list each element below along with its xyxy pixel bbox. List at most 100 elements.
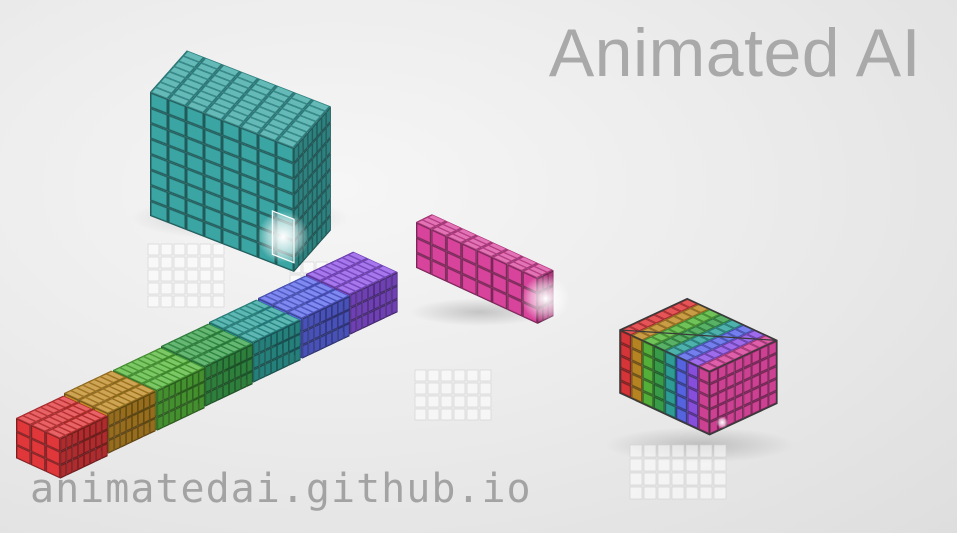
filter-slab-2-top-cell bbox=[124, 390, 143, 399]
filter-slab-2-right-cell bbox=[114, 435, 120, 450]
input-cube-right-cell bbox=[317, 226, 322, 246]
filter-slab-5-top-cell bbox=[245, 302, 265, 312]
filter-slab-4-top-cell bbox=[182, 347, 202, 357]
ghost-grid-cell bbox=[466, 395, 479, 408]
output-right-cell bbox=[710, 368, 718, 384]
input-cube-right-cell bbox=[294, 159, 299, 179]
filter-slab-1-top-cell bbox=[49, 414, 69, 423]
input-cube-right-cell bbox=[321, 221, 327, 240]
input-cube-top-cell bbox=[291, 93, 312, 104]
filter-slab-2-top-cell bbox=[121, 377, 140, 387]
filter-slab-6-right-cell bbox=[314, 310, 320, 326]
filter-slab-3-right-cell bbox=[175, 406, 181, 422]
input-cube-front-cell bbox=[205, 145, 221, 166]
filter-slab-7-right-cell bbox=[380, 305, 386, 320]
filter-slab-3-top-cell bbox=[143, 353, 163, 363]
filter-slab-2-top-cell bbox=[82, 382, 102, 391]
input-cube-top-cell bbox=[196, 91, 217, 102]
selected-filter-top-cell bbox=[447, 233, 467, 243]
ghost-grid-cell bbox=[479, 369, 492, 382]
input-cube-right-cell bbox=[312, 138, 317, 158]
input-cube-front-cell bbox=[205, 191, 221, 212]
filter-slab-3-right-cell bbox=[163, 399, 169, 414]
output-top-cell bbox=[688, 326, 706, 335]
ghost-grid-cell bbox=[414, 395, 427, 408]
output-right-cell bbox=[743, 391, 752, 406]
filter-slab-2-top-cell bbox=[85, 394, 105, 404]
input-cube-top-cell bbox=[245, 117, 266, 129]
input-cube-right-cell bbox=[317, 148, 322, 168]
filter-slab-1-right-cell bbox=[66, 433, 72, 449]
input-cube-front-cell bbox=[241, 236, 257, 257]
filter-slab-5-top-cell bbox=[230, 323, 250, 333]
output-front-cell bbox=[699, 405, 709, 421]
filter-slab-1-top-cell bbox=[64, 420, 84, 430]
output-top-cell bbox=[646, 314, 664, 323]
ghost-grid-cell bbox=[160, 282, 173, 295]
selected-filter-front-cell bbox=[416, 238, 431, 259]
input-cube-front-cell bbox=[259, 135, 275, 156]
input-cube-right-cell bbox=[326, 153, 331, 173]
input-cube-right-cell bbox=[326, 200, 331, 220]
filter-slab-2-right-cell bbox=[120, 419, 126, 434]
output-right-cell bbox=[743, 353, 752, 368]
ghost-grid-cell bbox=[427, 395, 440, 408]
filter-slab-2-right-cell bbox=[149, 418, 156, 434]
filter-slab-7-top-cell bbox=[351, 264, 371, 274]
input-cube-right-cell bbox=[307, 190, 313, 209]
filter-slab-4-top-cell bbox=[215, 346, 234, 355]
input-cube-front-cell bbox=[187, 200, 203, 221]
filter-slab-2-top-cell bbox=[103, 386, 123, 395]
filter-slab-5-top-cell bbox=[221, 314, 241, 323]
selected-filter-front-cell bbox=[416, 223, 431, 243]
selected-filter-front-cell bbox=[477, 251, 492, 271]
output-top-cell bbox=[666, 316, 684, 325]
filter-slab-2-top-cell bbox=[76, 385, 96, 394]
filter-slab-4-right-cell bbox=[229, 353, 235, 368]
filter-slab-5-right-cell bbox=[283, 353, 289, 368]
input-cube-top-cell bbox=[273, 86, 294, 97]
input-cube-front-cell bbox=[259, 181, 275, 202]
output-front-cell bbox=[620, 369, 631, 385]
filter-slab-1-right-cell bbox=[60, 449, 67, 465]
input-cube-top-cell bbox=[187, 101, 208, 113]
filter-slab-1-right-cell bbox=[84, 425, 90, 440]
ghost-grid-cell bbox=[657, 486, 671, 500]
output-top-cell bbox=[730, 338, 748, 347]
input-cube-top-cell bbox=[250, 84, 271, 96]
filter-slab-5-top-cell bbox=[227, 311, 247, 320]
filter-slab-6-top-cell bbox=[294, 278, 314, 288]
input-cube-front-cell bbox=[223, 167, 239, 188]
ghost-grid-cell bbox=[643, 444, 657, 458]
site-url-watermark: animatedai.github.io bbox=[30, 466, 532, 512]
filter-slab-5-top-cell bbox=[254, 312, 274, 322]
input-cube-right-cell bbox=[298, 138, 304, 158]
filter-slab-3-right-cell bbox=[157, 401, 164, 417]
output-top-cell bbox=[685, 317, 703, 326]
input-cube-front-cell bbox=[151, 186, 167, 207]
input-cube-right-cell bbox=[294, 190, 299, 210]
filter-slab-4-right-cell bbox=[229, 380, 235, 395]
input-cube-top-cell bbox=[304, 105, 325, 117]
filter-slab-4-top-cell bbox=[188, 344, 208, 354]
input-cube-top-cell bbox=[237, 72, 258, 83]
filter-slab-4-top-cell bbox=[206, 336, 226, 346]
filter-slab-1-top-cell bbox=[61, 408, 81, 418]
output-front-cell bbox=[643, 379, 653, 395]
output-right-cell bbox=[743, 378, 752, 393]
filter-slab-5-top-cell bbox=[209, 319, 229, 329]
input-cube-right-cell bbox=[317, 179, 322, 199]
input-cube-top-cell bbox=[160, 77, 181, 88]
filter-slab-3-right-cell bbox=[198, 395, 205, 411]
input-cube-right-cell bbox=[303, 179, 308, 199]
output-top-cell bbox=[708, 327, 726, 336]
filter-slab-2-right-cell bbox=[144, 421, 150, 436]
ghost-grid-cell bbox=[160, 243, 173, 256]
ghost-grid-cell bbox=[466, 369, 479, 382]
filter-slab-1-right-cell bbox=[101, 416, 108, 432]
input-cube-top-cell bbox=[214, 70, 235, 82]
input-cube-top-cell bbox=[246, 89, 267, 101]
filter-slab-2-right-cell bbox=[144, 394, 150, 410]
filter-slab-3-top-cell bbox=[143, 381, 163, 390]
filter-slab-7-right-cell bbox=[368, 297, 374, 312]
